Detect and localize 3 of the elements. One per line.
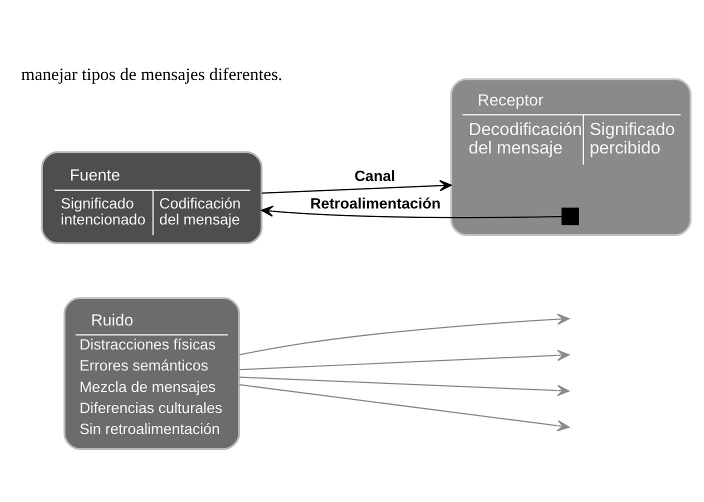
edge-label: Retroalimentación (310, 195, 441, 212)
edge-label: Canal (354, 168, 396, 185)
label: manejar tipos de mensajes diferentes. (21, 64, 282, 84)
